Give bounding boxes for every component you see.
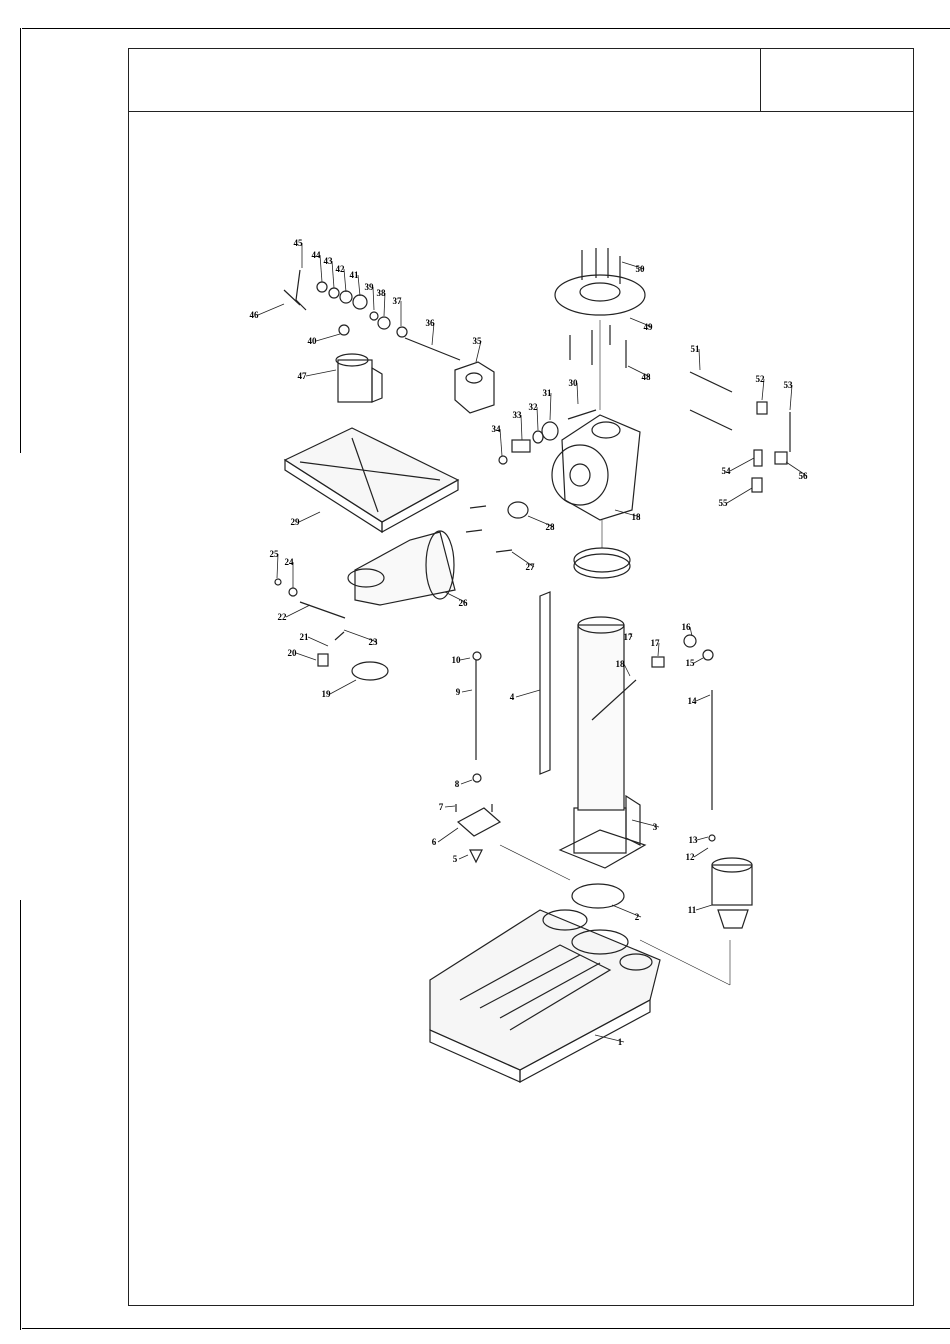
handle-45	[296, 270, 306, 310]
part-number-label: 48	[642, 372, 652, 382]
part-number-label: 1	[618, 1037, 623, 1047]
part-number-label: 3	[653, 822, 658, 832]
part-number-label: 22	[278, 612, 288, 622]
motor-part	[336, 354, 382, 402]
leader-line	[516, 690, 540, 697]
part-number-label: 41	[350, 270, 360, 280]
part-number-label: 44	[312, 250, 322, 260]
part-number-label: 18	[632, 512, 642, 522]
arm-part	[348, 531, 455, 605]
part-number-label: 54	[722, 466, 732, 476]
leader-line	[459, 855, 468, 859]
part-number-label: 12	[686, 852, 696, 862]
part-number-label: 40	[308, 336, 318, 346]
part-number-label: 31	[543, 388, 553, 398]
part-number-label: 8	[455, 779, 460, 789]
part-number-label: 23	[369, 637, 379, 647]
part-number-label: 32	[529, 402, 539, 412]
part-number-label: 25	[270, 549, 280, 559]
part-number-label: 29	[291, 517, 301, 527]
leader-line	[316, 334, 340, 341]
part-number-label: 39	[365, 282, 375, 292]
part-number-label: 6	[432, 837, 437, 847]
part-number-label: 50	[636, 264, 646, 274]
part-number-label: 55	[719, 498, 729, 508]
leader-line	[258, 304, 284, 315]
part-number-label: 33	[513, 410, 523, 420]
disc-part	[572, 884, 624, 908]
part-number-label: 11	[688, 905, 697, 915]
leader-line	[462, 690, 472, 692]
part-number-label: 24	[285, 557, 295, 567]
leader-line	[296, 653, 316, 660]
part-number-label: 30	[569, 378, 579, 388]
leader-line	[286, 605, 310, 617]
leader-line	[308, 637, 328, 646]
part-number-label: 10	[452, 655, 462, 665]
part-number-label: 13	[689, 835, 699, 845]
part-number-label: 20	[288, 648, 298, 658]
part-number-label: 43	[324, 256, 334, 266]
leader-line	[624, 664, 630, 676]
part-number-label: 56	[799, 471, 809, 481]
part-number-label: 16	[682, 622, 692, 632]
collar-part	[352, 662, 388, 680]
part-number-label: 42	[336, 264, 346, 274]
part-number-label: 34	[492, 424, 502, 434]
leader-line	[727, 488, 752, 503]
leader-line	[460, 658, 470, 660]
part-number-label: 51	[691, 344, 701, 354]
part-number-label: 5	[453, 854, 458, 864]
leader-line	[306, 370, 336, 376]
part-number-label: 2	[635, 912, 640, 922]
part-number-label: 9	[456, 687, 461, 697]
part-number-label: 15	[686, 658, 696, 668]
part-number-label: 7	[439, 802, 444, 812]
leader-line	[438, 828, 458, 842]
part-number-label: 27	[526, 562, 536, 572]
part-number-label: 47	[298, 371, 308, 381]
base-part	[430, 910, 660, 1082]
leader-line	[445, 806, 455, 807]
part-number-label: 19	[322, 689, 332, 699]
part-number-label: 45	[294, 238, 304, 248]
part-number-label: 38	[377, 288, 387, 298]
part-number-label: 4	[510, 692, 515, 702]
part-number-label: 21	[300, 632, 310, 642]
leader-line	[461, 780, 472, 784]
part-number-label: 26	[459, 598, 469, 608]
part-number-label: 36	[426, 318, 436, 328]
part-number-label: 28	[546, 522, 556, 532]
gearbox-part	[455, 362, 494, 413]
part-number-label: 17	[624, 632, 634, 642]
part-number-label: 18	[616, 659, 626, 669]
part-number-label: 53	[784, 380, 794, 390]
part-number-label: 35	[473, 336, 483, 346]
head-part	[552, 415, 640, 520]
part-number-label: 37	[393, 296, 403, 306]
part-number-label: 17	[651, 638, 661, 648]
part-number-label: 49	[644, 322, 654, 332]
leader-line	[694, 848, 708, 857]
part-number-label: 52	[756, 374, 766, 384]
leader-line	[697, 837, 708, 840]
part-number-label: 14	[688, 696, 698, 706]
leader-line	[330, 680, 356, 694]
leader-line	[696, 905, 712, 910]
leader-line	[730, 458, 754, 471]
leader-line	[694, 658, 703, 663]
ring-part	[574, 554, 630, 578]
rack-part	[540, 592, 550, 774]
part-number-label: 46	[250, 310, 260, 320]
leader-line	[299, 512, 320, 522]
column-part	[560, 617, 645, 868]
leader-line	[696, 695, 710, 701]
